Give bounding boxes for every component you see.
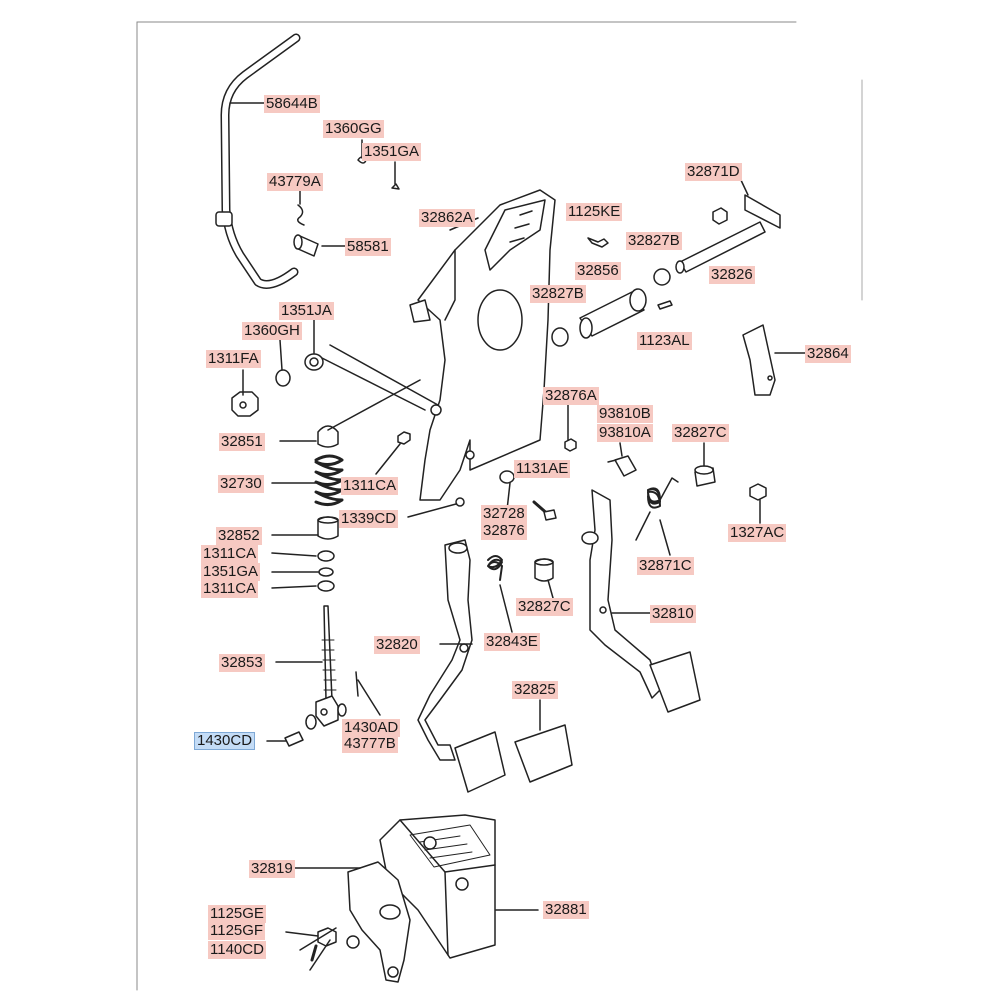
part-label-32876[interactable]: 32876 bbox=[481, 522, 527, 540]
part-label-1430CD-selected[interactable]: 1430CD bbox=[194, 732, 256, 750]
part-label-1351JA[interactable]: 1351JA bbox=[279, 302, 334, 320]
part-label-1360GG[interactable]: 1360GG bbox=[323, 120, 384, 138]
part-label-1351GA-b[interactable]: 1351GA bbox=[201, 563, 261, 581]
part-label-32852[interactable]: 32852 bbox=[216, 527, 262, 545]
part-label-32810[interactable]: 32810 bbox=[650, 605, 696, 623]
pin-58581 bbox=[293, 234, 319, 257]
part-label-1123AL[interactable]: 1123AL bbox=[637, 332, 692, 350]
part-label-32843E[interactable]: 32843E bbox=[484, 633, 540, 651]
part-label-1311CA-c[interactable]: 1311CA bbox=[201, 580, 259, 598]
part-label-32826[interactable]: 32826 bbox=[709, 266, 755, 284]
part-label-32825[interactable]: 32825 bbox=[512, 681, 558, 699]
part-label-1131AE[interactable]: 1131AE bbox=[514, 460, 571, 478]
spring-32871C bbox=[635, 477, 679, 541]
part-label-43777B[interactable]: 43777B bbox=[342, 735, 398, 753]
part-label-1311CA-a[interactable]: 1311CA bbox=[201, 545, 259, 563]
part-label-1311CA-mid[interactable]: 1311CA bbox=[341, 477, 399, 495]
part-label-1339CD[interactable]: 1339CD bbox=[339, 510, 399, 528]
part-label-1327AC[interactable]: 1327AC bbox=[728, 524, 787, 542]
bracket-32819 bbox=[346, 861, 411, 983]
part-label-32856[interactable]: 32856 bbox=[575, 262, 621, 280]
spring-32730 bbox=[314, 454, 344, 507]
rod-32853 bbox=[315, 605, 339, 727]
part-label-32827B-lower[interactable]: 32827B bbox=[530, 285, 586, 303]
shaft-32826 bbox=[675, 194, 781, 274]
part-label-1351GA[interactable]: 1351GA bbox=[362, 143, 422, 161]
part-label-1311FA[interactable]: 1311FA bbox=[206, 350, 261, 368]
part-label-58644B[interactable]: 58644B bbox=[264, 95, 320, 113]
part-label-32862A[interactable]: 32862A bbox=[419, 209, 475, 227]
part-label-93810B[interactable]: 93810B bbox=[597, 405, 653, 423]
cup-32852 bbox=[317, 516, 339, 540]
part-label-32864[interactable]: 32864 bbox=[805, 345, 851, 363]
part-label-32853[interactable]: 32853 bbox=[219, 654, 265, 672]
hose-58644B bbox=[215, 33, 301, 289]
part-label-32819[interactable]: 32819 bbox=[249, 860, 295, 878]
part-label-1125GF[interactable]: 1125GF bbox=[208, 922, 266, 940]
part-label-1360GH[interactable]: 1360GH bbox=[242, 322, 302, 340]
footrest-32881 bbox=[379, 814, 496, 959]
pedal-32810 bbox=[581, 489, 701, 713]
tube-32856 bbox=[579, 288, 647, 339]
part-label-32730[interactable]: 32730 bbox=[218, 475, 264, 493]
cap-32851 bbox=[317, 425, 339, 448]
part-label-32827C-right[interactable]: 32827C bbox=[672, 424, 729, 442]
part-label-32871D[interactable]: 32871D bbox=[685, 163, 742, 181]
part-label-43779A[interactable]: 43779A bbox=[267, 173, 323, 191]
part-label-32851[interactable]: 32851 bbox=[219, 433, 265, 451]
part-label-32871C[interactable]: 32871C bbox=[637, 557, 694, 575]
part-label-32827C-mid[interactable]: 32827C bbox=[516, 598, 573, 616]
part-label-1430AD[interactable]: 1430AD bbox=[342, 719, 401, 737]
part-label-32820[interactable]: 32820 bbox=[374, 636, 420, 654]
part-label-32728[interactable]: 32728 bbox=[481, 505, 527, 523]
part-label-1125KE[interactable]: 1125KE bbox=[566, 203, 623, 221]
bracket-32864 bbox=[742, 324, 776, 396]
part-label-1125GE[interactable]: 1125GE bbox=[208, 905, 266, 923]
part-label-93810A[interactable]: 93810A bbox=[597, 424, 653, 442]
part-label-32881[interactable]: 32881 bbox=[543, 901, 589, 919]
pad-32825 bbox=[514, 724, 573, 783]
part-label-1140CD[interactable]: 1140CD bbox=[208, 941, 266, 959]
bracket-32862A bbox=[409, 189, 556, 501]
part-label-32827B-upper[interactable]: 32827B bbox=[626, 232, 682, 250]
pedal-32820 bbox=[417, 539, 506, 793]
part-label-58581[interactable]: 58581 bbox=[345, 238, 391, 256]
part-label-32876A[interactable]: 32876A bbox=[543, 387, 599, 405]
